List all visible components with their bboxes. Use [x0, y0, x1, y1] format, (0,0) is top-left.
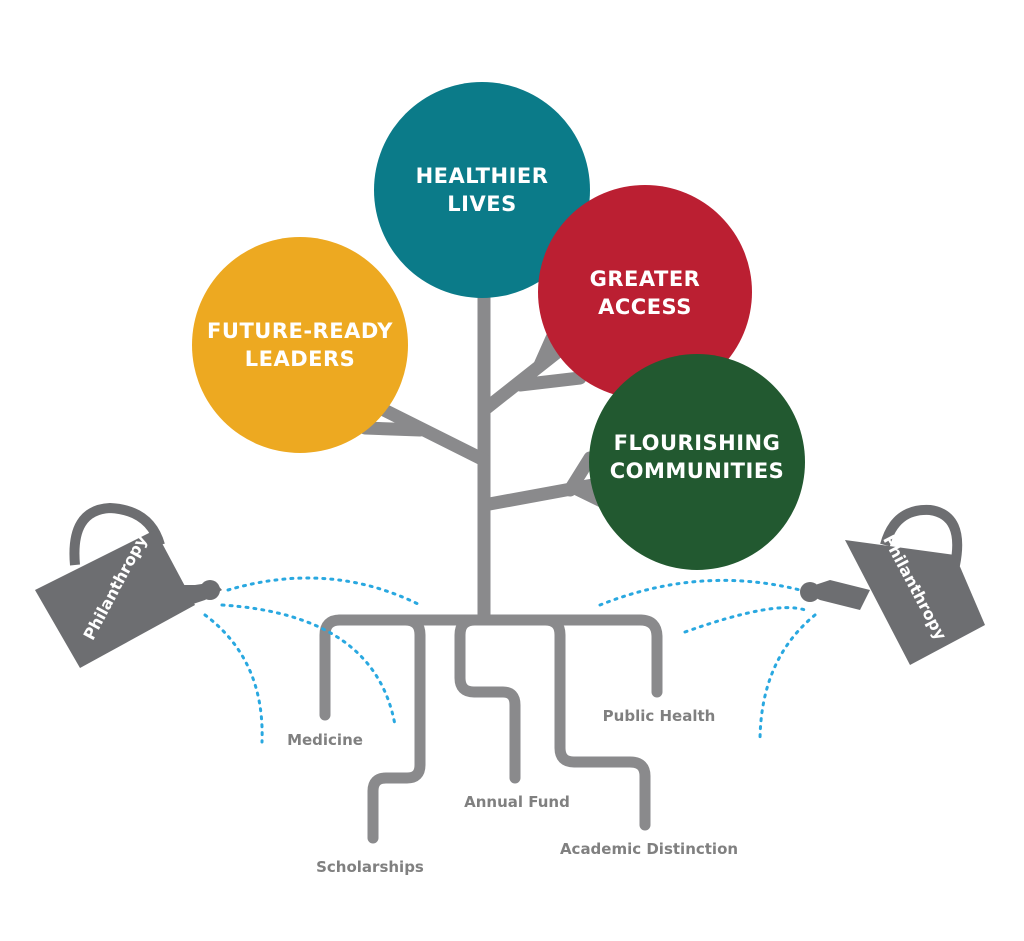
greater-access-line-2: ACCESS: [598, 295, 692, 319]
water-streams: [203, 576, 817, 744]
outcome-future-ready-leaders: FUTURE-READY LEADERS: [192, 237, 408, 453]
root-labels: Medicine Scholarships Annual Fund Academ…: [287, 707, 738, 876]
label-medicine: Medicine: [287, 731, 363, 749]
root-scholarships: [367, 614, 426, 844]
future-ready-leaders-line-2: LEADERS: [245, 347, 356, 371]
water-stream-right-2: [683, 606, 807, 634]
circle-flourishing-communities: [589, 354, 805, 570]
branch-left-twig: [358, 421, 427, 437]
watering-can-left-body: [35, 530, 195, 668]
flourishing-communities-line-2: COMMUNITIES: [610, 459, 785, 483]
water-stream-right-3: [758, 613, 817, 744]
circle-greater-access: [538, 185, 752, 399]
label-academic-distinction: Academic Distinction: [560, 840, 738, 858]
water-stream-left-2: [220, 603, 397, 727]
root-public-health: [634, 614, 663, 698]
root-academic-distinction: [539, 614, 651, 831]
watering-can-right-icon: Philanthropy: [800, 504, 985, 665]
tree-trunk: [358, 273, 627, 622]
watering-can-left-icon: Philanthropy: [35, 502, 222, 668]
branch-upper-right-twig-2: [513, 371, 587, 392]
branch-left: [373, 401, 491, 467]
label-annual-fund: Annual Fund: [464, 793, 570, 811]
circle-healthier-lives: [374, 82, 590, 298]
flourishing-communities-line-1: FLOURISHING: [614, 431, 781, 455]
outcome-healthier-lives: HEALTHIER LIVES: [374, 82, 590, 298]
watering-can-right-handle: [880, 504, 963, 566]
label-scholarships: Scholarships: [316, 858, 424, 876]
healthier-lives-line-2: LIVES: [447, 192, 516, 216]
watering-can-left-handle: [69, 502, 165, 566]
water-stream-left-1: [226, 576, 422, 607]
root-medicine: [319, 614, 346, 721]
greater-access-line-1: GREATER: [590, 267, 701, 291]
future-ready-leaders-line-1: FUTURE-READY: [207, 319, 393, 343]
circle-future-ready-leaders: [192, 237, 408, 453]
label-public-health: Public Health: [603, 707, 716, 725]
outcome-flourishing-communities: FLOURISHING COMMUNITIES: [589, 354, 805, 570]
watering-can-left-rose: [200, 580, 220, 600]
water-stream-left-3: [203, 613, 264, 744]
tree-roots: [319, 614, 663, 844]
water-stream-right-1: [598, 578, 802, 607]
branch-lower-right-twig-2: [563, 451, 597, 497]
root-annual-fund: [454, 614, 521, 784]
watering-can-right-body: [845, 540, 985, 665]
outcome-greater-access: GREATER ACCESS: [538, 185, 752, 399]
watering-can-right-rose: [800, 582, 820, 602]
healthier-lives-line-1: HEALTHIER: [416, 164, 549, 188]
